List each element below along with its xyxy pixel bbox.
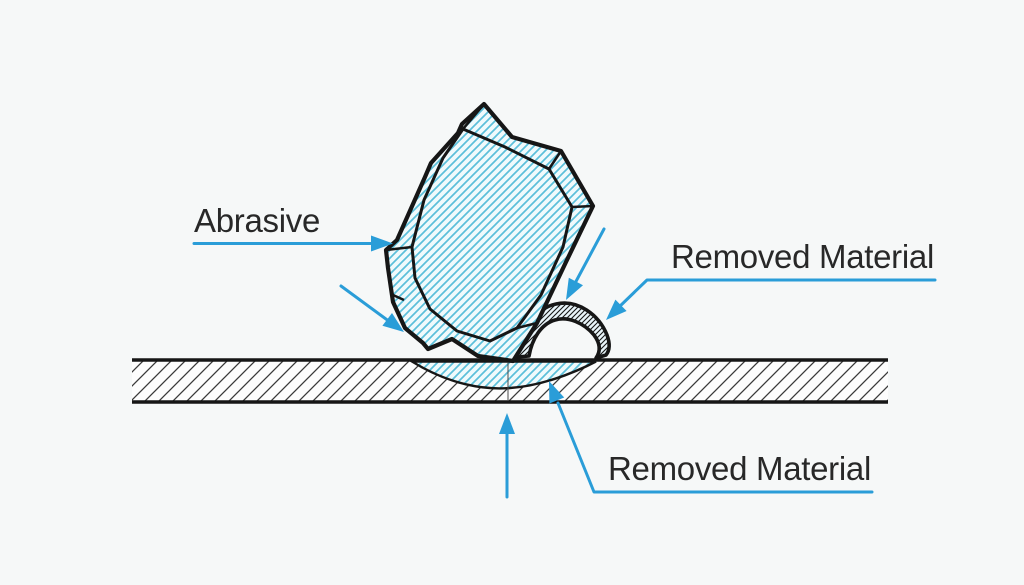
removed-bottom-leader-arrowhead	[549, 381, 565, 404]
force-arrow-right-line	[571, 227, 606, 289]
force-arrow-left-line	[339, 284, 392, 324]
abrasive-grain	[383, 101, 596, 364]
label-removed-material-top: Removed Material	[671, 238, 934, 275]
force-arrow-right-head	[566, 277, 583, 300]
grain-facet-edges	[385, 103, 594, 330]
label-abrasive: Abrasive	[194, 202, 320, 239]
removed-bottom-leader-line	[556, 401, 874, 494]
removed-top-leader-arrowhead	[606, 299, 627, 320]
subsurface-groove	[407, 360, 597, 390]
arrow-lines	[192, 227, 937, 499]
abrasive-leader-arrowhead	[371, 235, 393, 252]
grain-inner-outline	[410, 127, 574, 343]
upward-arrowhead	[499, 413, 515, 434]
force-arrow-left-head	[382, 313, 404, 332]
removed-top-leader-line	[615, 278, 937, 311]
arrow-heads	[371, 235, 627, 434]
annotation-arrows	[192, 227, 937, 499]
label-removed-material-bottom: Removed Material	[608, 450, 871, 487]
